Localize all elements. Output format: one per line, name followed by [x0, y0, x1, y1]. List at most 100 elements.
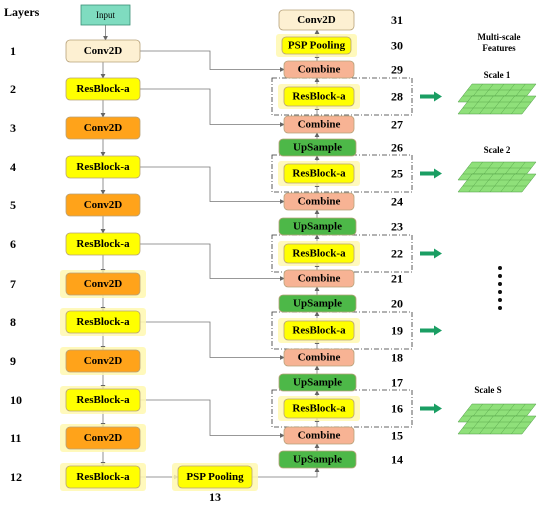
decoder-layer-number-24: 24: [391, 195, 403, 209]
scale-s-feature-map-grid-line: [489, 415, 505, 435]
input-box: [80, 4, 131, 26]
decoder-layer-25-label: ResBlock-a: [292, 168, 346, 180]
encoder-layer-8: [65, 310, 141, 334]
scale-arrow-28: [420, 91, 442, 102]
skip-connection-6-to-21: [140, 243, 285, 281]
ellipsis-dot: [498, 266, 502, 270]
decoder-layer-28-label: ResBlock-a: [292, 91, 346, 103]
encoder-layer-11-label: Conv2D: [84, 432, 123, 444]
decoder-layer-number-18: 18: [391, 351, 403, 365]
decoder-layer-28: [283, 86, 355, 107]
scale-s-feature-map-grid-line: [511, 415, 526, 435]
encoder-layer-1-label: Conv2D: [84, 45, 123, 57]
decoder-layer-number-28: 28: [391, 90, 403, 104]
decoder-layer-17: [278, 373, 357, 392]
decoder-layer-number-30: 30: [391, 39, 403, 53]
scale-1-feature-map-grid-line: [468, 95, 483, 115]
layers-heading: Layers: [4, 5, 40, 19]
bottom-psp-pooling-label: PSP Pooling: [186, 471, 244, 483]
decoder-layer-30: [281, 36, 352, 55]
decoder-layer-25: [283, 163, 355, 184]
scale-1-feature-map-grid-line: [489, 95, 505, 115]
encoder-layer-12: [65, 465, 141, 489]
ellipsis-dot: [498, 298, 502, 302]
encoder-layer-6-label: ResBlock-a: [76, 238, 130, 250]
encoder-layer-number-12: 12: [10, 470, 22, 484]
encoder-layer-2: [65, 77, 141, 101]
encoder-layer-9-label: Conv2D: [84, 355, 123, 367]
decoder-layer-number-27: 27: [391, 118, 403, 132]
encoder-layer-10-label: ResBlock-a: [76, 394, 130, 406]
encoder-layer-6: [65, 232, 141, 256]
decoder-layer-20-label: UpSample: [293, 298, 342, 310]
bottom-psp-pooling: [177, 465, 253, 489]
encoder-layer-1: [65, 39, 141, 63]
decoder-layer-26-label: UpSample: [293, 142, 342, 154]
encoder-layer-number-8: 8: [10, 315, 16, 329]
encoder-layer-7: [65, 272, 141, 296]
decoder-layer-number-23: 23: [391, 220, 403, 234]
ellipsis-dot: [498, 306, 502, 310]
scale-1-feature-map-grid-line: [500, 95, 515, 115]
scale-1-feature-map-grid-line: [479, 95, 494, 115]
skip-connection-4-to-24: [140, 166, 285, 204]
decoder-layer-16: [283, 398, 355, 419]
scale-arrow-22: [420, 248, 442, 259]
psp-to-upsample-arrow: [252, 467, 320, 478]
decoder-layer-27: [283, 115, 355, 134]
encoder-layer-number-7: 7: [10, 277, 16, 291]
scale-2-feature-map-grid-line: [500, 173, 515, 193]
scale-2-feature-map-grid-line: [468, 173, 483, 193]
encoder-layer-5-label: Conv2D: [84, 199, 123, 211]
decoder-layer-number-29: 29: [391, 63, 403, 77]
encoder-layer-number-4: 4: [10, 160, 16, 174]
encoder-layer-12-label: ResBlock-a: [76, 471, 130, 483]
decoder-layer-29-label: Combine: [298, 64, 341, 76]
scale-1-feature-map-grid-line: [511, 95, 526, 115]
input-label: Input: [96, 10, 115, 20]
scale-2-feature-map-grid-line: [511, 173, 526, 193]
skip-connection-10-to-15: [140, 399, 285, 438]
decoder-layer-20: [278, 294, 357, 313]
encoder-layer-4: [65, 155, 141, 179]
encoder-layer-3-label: Conv2D: [84, 122, 123, 134]
decoder-layer-number-20: 20: [391, 297, 403, 311]
decoder-layer-number-16: 16: [391, 402, 403, 416]
encoder-layer-7-label: Conv2D: [84, 278, 123, 290]
decoder-layer-number-15: 15: [391, 429, 403, 443]
decoder-layer-18: [283, 348, 355, 367]
decoder-layer-19-label: ResBlock-a: [292, 325, 346, 337]
multiscale-heading-line2: Features: [482, 43, 516, 53]
decoder-layer-23: [278, 217, 357, 236]
scale-1-label: Scale 1: [484, 70, 511, 80]
encoder-layer-number-9: 9: [10, 354, 16, 368]
scale-arrow-25: [420, 168, 442, 179]
skip-connection-2-to-27: [140, 88, 285, 127]
encoder-layer-number-10: 10: [10, 393, 22, 407]
layer-number-13: 13: [209, 490, 221, 504]
decoder-layer-22-label: ResBlock-a: [292, 248, 346, 260]
encoder-layer-number-6: 6: [10, 237, 16, 251]
encoder-layer-number-11: 11: [10, 431, 21, 445]
decoder-layer-21: [283, 269, 355, 288]
decoder-layer-number-14: 14: [391, 453, 403, 467]
decoder-layer-21-label: Combine: [298, 273, 341, 285]
encoder-layer-5: [65, 193, 141, 217]
skip-connection-1-to-29: [140, 50, 285, 72]
encoder-layer-number-5: 5: [10, 198, 16, 212]
encoder-layer-11: [65, 426, 141, 450]
decoder-layer-22: [283, 243, 355, 264]
decoder-layer-26: [278, 138, 357, 157]
ellipsis-dot: [498, 282, 502, 286]
decoder-layer-14-label: UpSample: [293, 454, 342, 466]
decoder-layer-number-26: 26: [391, 141, 403, 155]
decoder-layer-number-17: 17: [391, 376, 403, 390]
scale-2-feature-map-grid-line: [489, 173, 505, 193]
decoder-layer-number-25: 25: [391, 167, 403, 181]
decoder-layer-24-label: Combine: [298, 196, 341, 208]
decoder-layer-16-label: ResBlock-a: [292, 403, 346, 415]
encoder-layer-9: [65, 349, 141, 373]
scale-s-feature-map-grid-line: [500, 415, 515, 435]
encoder-layer-2-label: ResBlock-a: [76, 83, 130, 95]
